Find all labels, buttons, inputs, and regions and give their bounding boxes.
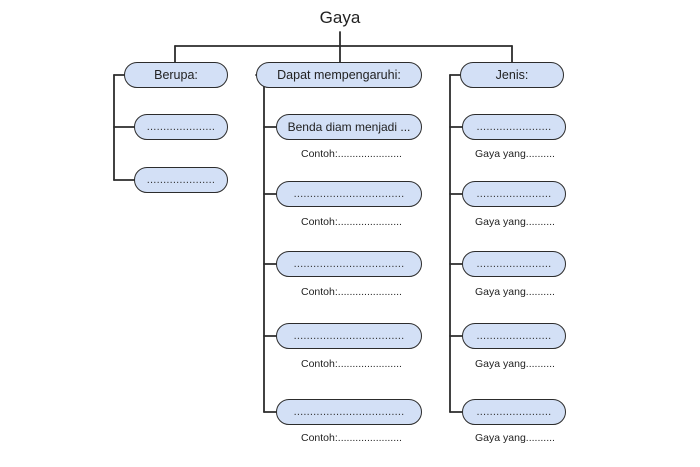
jenis-item-5-node: ....................... [462,399,566,425]
jenis-header-node: Jenis: [460,62,564,88]
berupa-item-1-node: ..................... [134,114,228,140]
dapat-header-node: Dapat mempengaruhi: [256,62,422,88]
jenis-item-1-example: Gaya yang.......... [475,148,555,160]
dapat-item-1-node: Benda diam menjadi ... [276,114,422,140]
jenis-item-5-example: Gaya yang.......... [475,432,555,444]
jenis-item-4-example: Gaya yang.......... [475,358,555,370]
dapat-item-5-example: Contoh:...................... [301,432,402,444]
dapat-item-2-example: Contoh:...................... [301,216,402,228]
dapat-item-2-node: .................................. [276,181,422,207]
dapat-item-5-node: .................................. [276,399,422,425]
jenis-item-2-node: ....................... [462,181,566,207]
jenis-item-3-node: ....................... [462,251,566,277]
dapat-item-1-example: Contoh:...................... [301,148,402,160]
jenis-item-4-node: ....................... [462,323,566,349]
dapat-item-4-node: .................................. [276,323,422,349]
jenis-item-2-example: Gaya yang.......... [475,216,555,228]
dapat-item-3-node: .................................. [276,251,422,277]
jenis-item-1-node: ....................... [462,114,566,140]
berupa-item-2-node: ..................... [134,167,228,193]
berupa-header-node: Berupa: [124,62,228,88]
dapat-item-4-example: Contoh:...................... [301,358,402,370]
jenis-item-3-example: Gaya yang.......... [475,286,555,298]
diagram-title: Gaya [319,8,361,27]
dapat-item-3-example: Contoh:...................... [301,286,402,298]
